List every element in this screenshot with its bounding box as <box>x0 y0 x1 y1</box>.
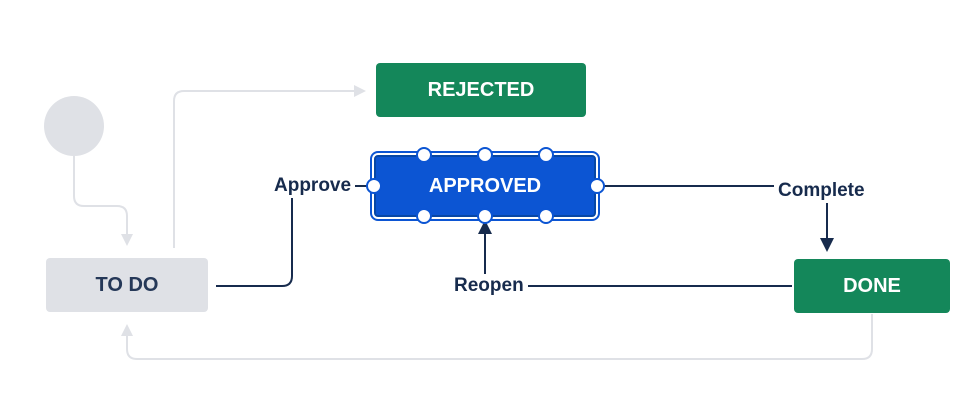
resize-handle[interactable] <box>366 178 382 194</box>
transition-line-start-to-todo[interactable] <box>73 156 133 246</box>
resize-handle[interactable] <box>538 147 554 163</box>
status-todo[interactable]: TO DO <box>46 258 208 312</box>
resize-handle[interactable] <box>477 147 493 163</box>
transition-line-todo-to-rejected[interactable] <box>173 85 366 248</box>
start-node <box>44 96 104 156</box>
status-rejected-label: REJECTED <box>427 78 535 101</box>
resize-handle[interactable] <box>416 208 432 224</box>
resize-handle[interactable] <box>416 147 432 163</box>
status-todo-label: TO DO <box>95 273 159 296</box>
resize-handle[interactable] <box>538 208 554 224</box>
status-done[interactable]: DONE <box>794 259 950 313</box>
status-rejected[interactable]: REJECTED <box>376 63 586 117</box>
transition-line-done-to-todo[interactable] <box>121 314 873 360</box>
transition-label-complete[interactable]: Complete <box>774 179 869 203</box>
status-approved-label: APPROVED <box>428 174 542 197</box>
resize-handle[interactable] <box>477 208 493 224</box>
transition-label-reopen[interactable]: Reopen <box>450 274 528 298</box>
resize-handle[interactable] <box>589 178 605 194</box>
transition-label-approve[interactable]: Approve <box>270 174 356 198</box>
status-done-label: DONE <box>843 274 901 297</box>
